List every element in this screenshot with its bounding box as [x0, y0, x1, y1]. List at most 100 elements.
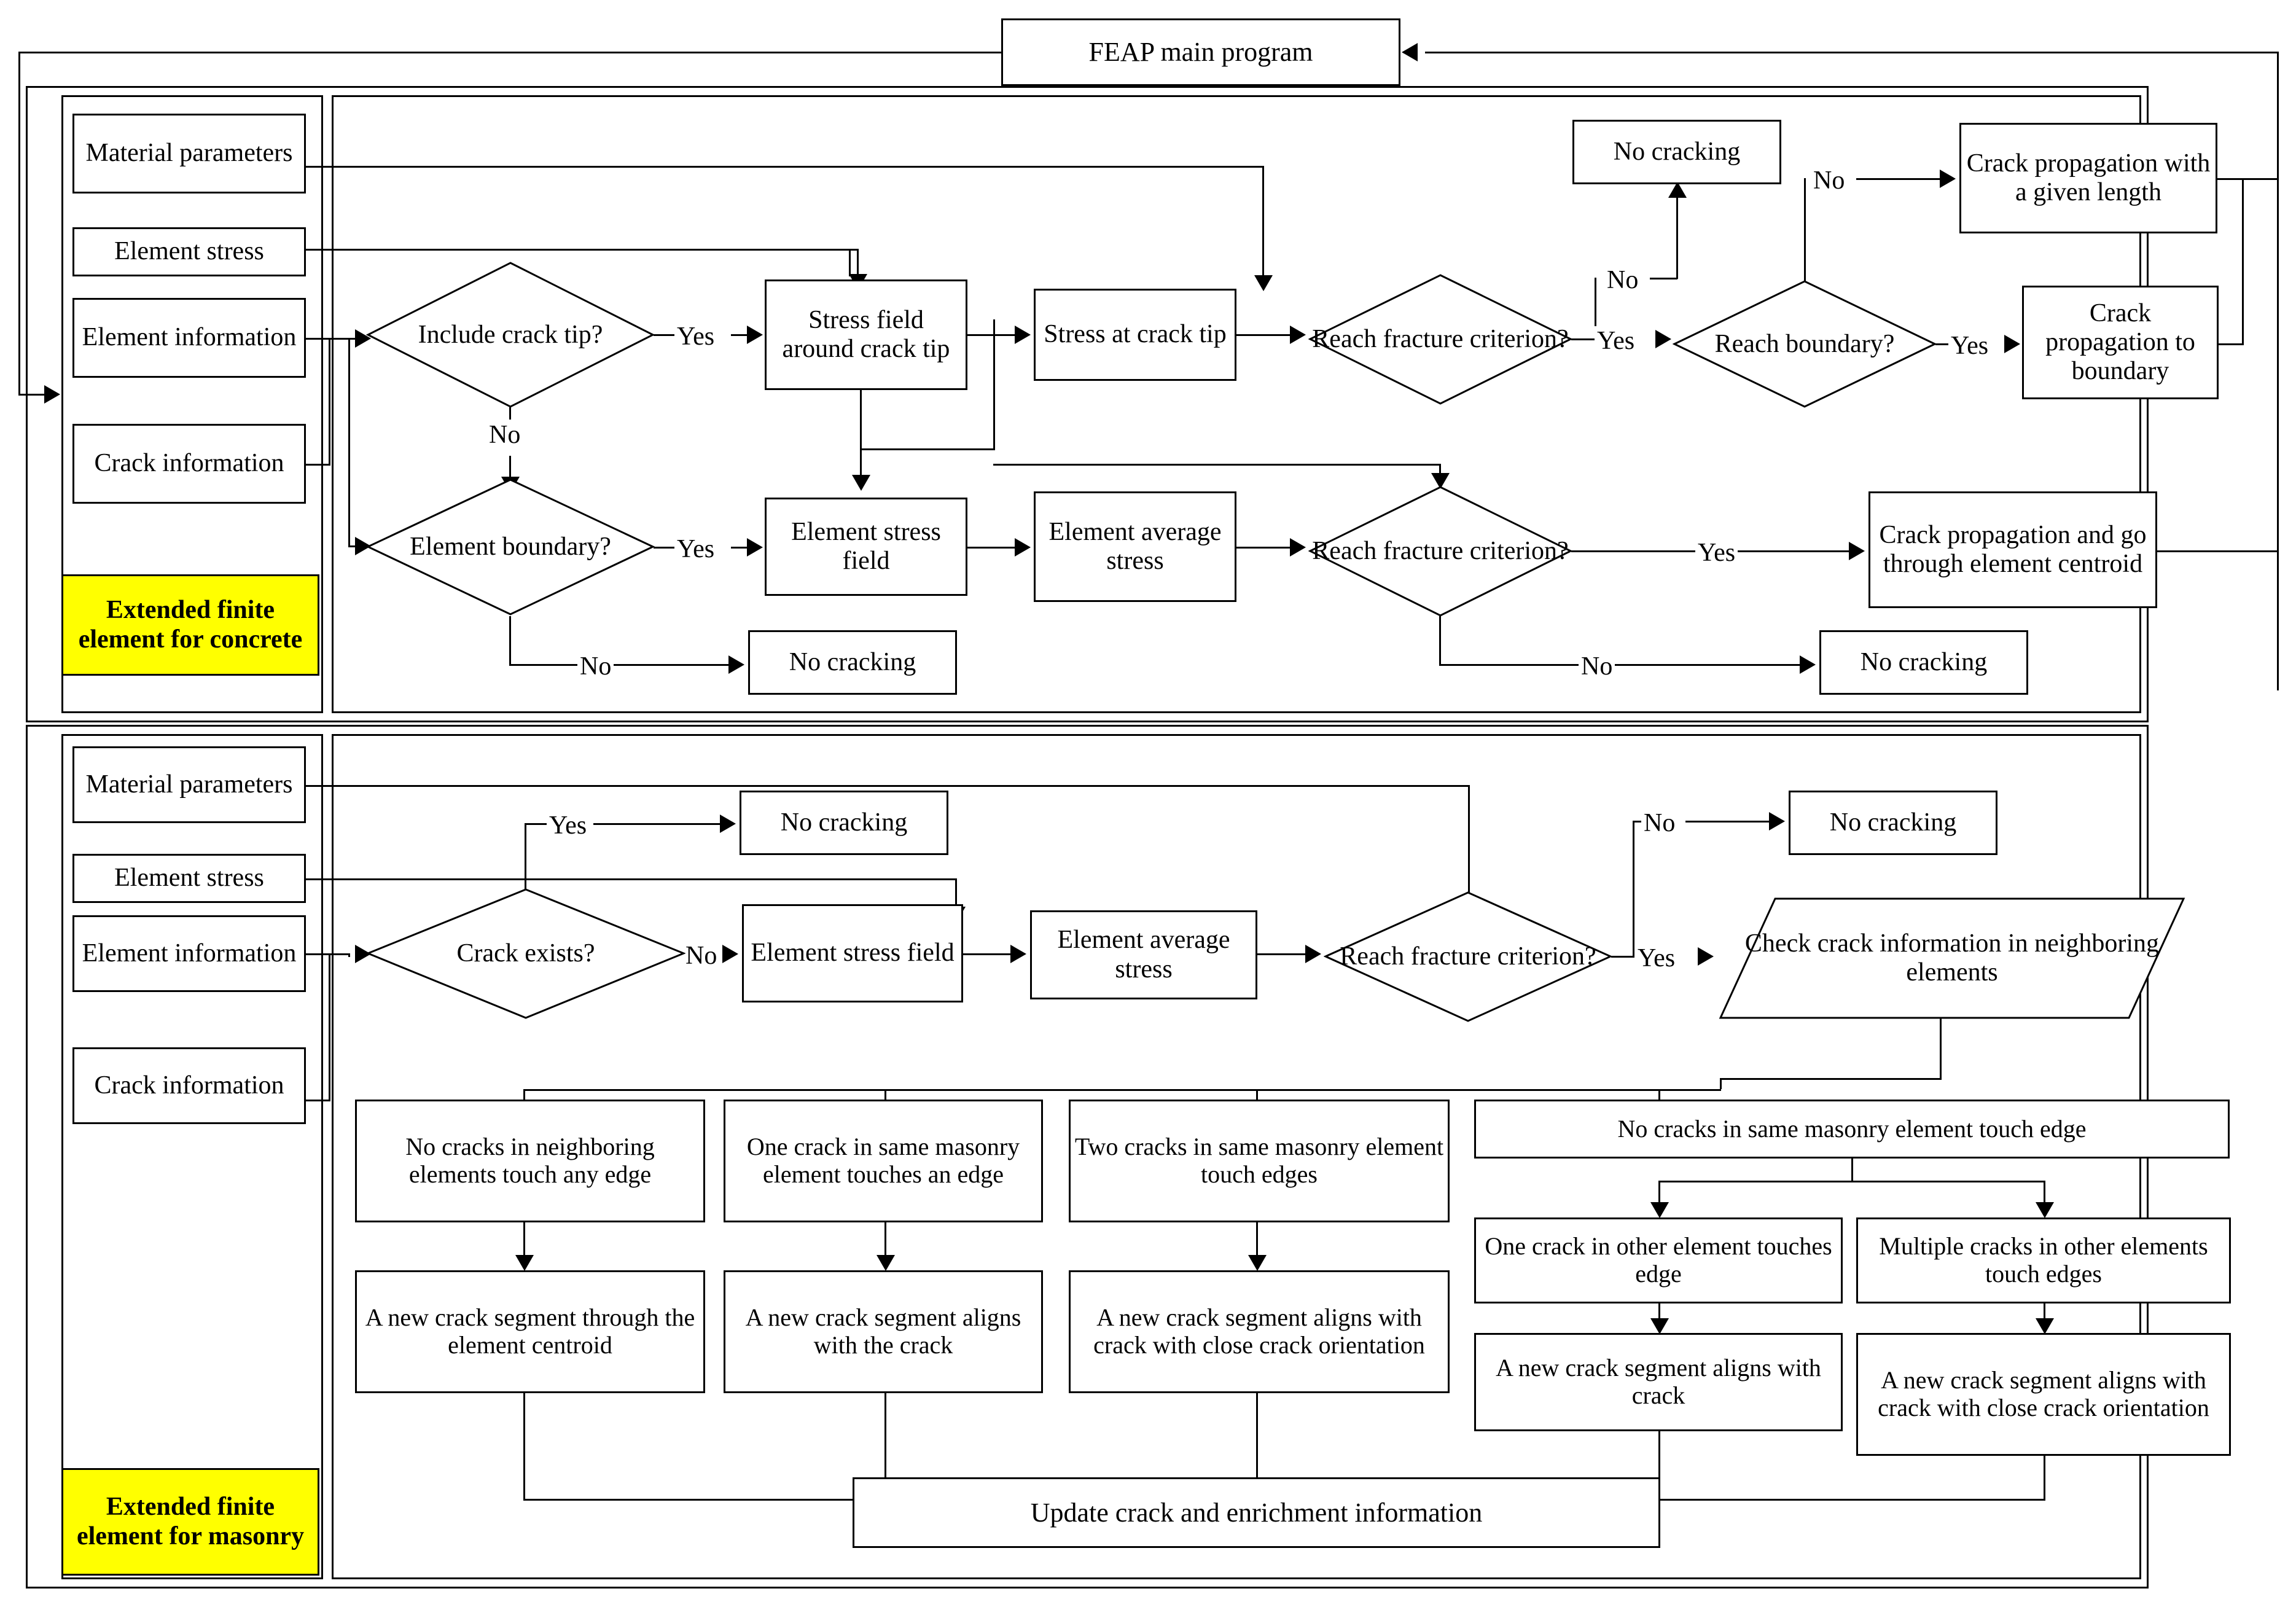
ictip-yes-arrow [747, 326, 763, 344]
node-label: Crack propagation with a given length [1966, 149, 2211, 206]
concrete-inputs-frame [61, 95, 323, 713]
element-boundary-decision[interactable]: Element boundary? [366, 478, 655, 616]
concrete-eleminfo-out-line [306, 338, 350, 340]
node-label: Element average stress [1057, 926, 1230, 983]
branch1-condition-box[interactable]: No cracks in neighboring elements touch … [355, 1100, 705, 1222]
element-average-stress-box[interactable]: Element average stress [1034, 491, 1236, 602]
edge-label-masonry-frac-yes: Yes [1635, 944, 1678, 973]
masonry-stress-out-line [306, 878, 957, 880]
masonry-element-average-stress-box[interactable]: Element average stress [1030, 910, 1257, 999]
concrete-input-element-stress[interactable]: Element stress [72, 227, 306, 276]
branch4a-condition-box[interactable]: One crack in other element touches edge [1474, 1217, 1843, 1303]
eb-yes-line-a [654, 547, 676, 549]
eas-out-arrow [1290, 538, 1306, 557]
node-label: A new crack segment aligns with the crac… [745, 1303, 1021, 1359]
concrete-input-material-parameters[interactable]: Material parameters [72, 114, 306, 193]
branch2-condition-box[interactable]: One crack in same masonry element touche… [724, 1100, 1043, 1222]
branch3-to-result [1256, 1222, 1258, 1259]
eb-yes-arrow [747, 538, 763, 557]
update-crack-enrichment-box[interactable]: Update crack and enrichment information [853, 1477, 1660, 1548]
esf-in-arrow [852, 475, 870, 491]
ccinfo-down-v [1940, 1018, 1942, 1080]
ictip-no-line2 [509, 456, 511, 480]
branch1-result-box[interactable]: A new crack segment through the element … [355, 1270, 705, 1393]
node-label: No cracking [1860, 647, 1988, 676]
reach-fracture-criterion-bottom-decision[interactable]: Reach fracture criterion? [1308, 485, 1572, 617]
masonry-branch-rail [523, 1089, 1721, 1091]
sfact-down-h [860, 448, 995, 450]
feap-to-concrete-arrow [44, 385, 60, 404]
frac-bot-no-v [1439, 616, 1441, 665]
crack-propagation-centroid-box[interactable]: Crack propagation and go through element… [1868, 491, 2157, 608]
stress-at-crack-tip-box[interactable]: Stress at crack tip [1034, 289, 1236, 381]
concrete-mat-arrow [1254, 275, 1273, 291]
concrete-section-label: Extended finite element for concrete [61, 574, 319, 676]
reach-fracture-criterion-top-decision[interactable]: Reach fracture criterion? [1308, 273, 1572, 405]
branch4b-condition-box[interactable]: Multiple cracks in other elements touch … [1856, 1217, 2231, 1303]
edge-label-masonry-frac-no: No [1641, 808, 1678, 838]
element-stress-field-box[interactable]: Element stress field [765, 498, 967, 596]
concrete-input-element-information[interactable]: Element information [72, 298, 306, 378]
diamond-shape [1308, 274, 1572, 405]
diamond-shape [1308, 486, 1572, 617]
input-label: Element stress [114, 237, 264, 266]
branch4a-result-box[interactable]: A new crack segment aligns with crack [1474, 1333, 1843, 1431]
edge-label-element-boundary-no: No [577, 652, 614, 681]
feap-input-arrow [1402, 43, 1418, 61]
masonry-no-cracking-no-box[interactable]: No cracking [1789, 791, 1997, 855]
masonry-input-crack-information[interactable]: Crack information [72, 1047, 306, 1124]
no-cracking-left-box[interactable]: No cracking [748, 630, 957, 695]
crack-propagation-to-boundary-box[interactable]: Crack propagation to boundary [2022, 286, 2219, 399]
branch4b-result-box[interactable]: A new crack segment aligns with crack wi… [1856, 1333, 2231, 1456]
ce-yes-h2 [593, 823, 722, 825]
edge-label-frac-top-yes: Yes [1595, 326, 1638, 356]
masonry-reach-fracture-criterion-decision[interactable]: Reach fracture criterion? [1324, 891, 1612, 1023]
diamond-shape [366, 262, 655, 408]
concrete-input-crack-information[interactable]: Crack information [72, 424, 306, 504]
merge-b1-v [523, 1393, 525, 1501]
concrete-to-include-crack-tip-arrow [355, 329, 371, 348]
branch4-split-v [1851, 1159, 1853, 1182]
sact-out-line [1236, 334, 1292, 336]
node-label: A new crack segment aligns with crack [1496, 1354, 1821, 1409]
cptb-return-v [2242, 178, 2244, 343]
feap-main-program-box[interactable]: FEAP main program [1001, 18, 1400, 86]
crack-exists-decision[interactable]: Crack exists? [366, 888, 685, 1020]
frac-bot-no-arrow [1800, 655, 1816, 674]
node-label: Element stress field [791, 517, 941, 575]
concrete-mat-out-line [306, 166, 1264, 168]
branch2-result-box[interactable]: A new crack segment aligns with the crac… [724, 1270, 1043, 1393]
branch2-result-arrow [877, 1255, 895, 1271]
diamond-shape [366, 888, 685, 1019]
branch4-condition-box[interactable]: No cracks in same masonry element touch … [1474, 1100, 2230, 1159]
masonry-input-material-parameters[interactable]: Material parameters [72, 746, 306, 823]
input-label: Crack information [94, 449, 284, 478]
masonry-element-stress-field-box[interactable]: Element stress field [742, 904, 963, 1002]
branch1-result-arrow [515, 1255, 534, 1271]
reach-boundary-decision[interactable]: Reach boundary? [1673, 279, 1937, 408]
input-label: Material parameters [85, 139, 293, 168]
crack-propagation-given-length-box[interactable]: Crack propagation with a given length [1959, 123, 2217, 233]
eb-no-arrow [728, 655, 744, 674]
masonry-crackinfo-v [329, 953, 330, 1101]
node-label: No cracks in neighboring elements touch … [405, 1133, 655, 1188]
masonry-input-element-information[interactable]: Element information [72, 915, 306, 992]
branch4a-arrow [1650, 1202, 1669, 1218]
branch3-condition-box[interactable]: Two cracks in same masonry element touch… [1069, 1100, 1450, 1222]
rb-yes-arrow [2004, 335, 2020, 353]
feap-left-into-concrete-line [18, 394, 48, 396]
masonry-input-element-stress[interactable]: Element stress [72, 854, 306, 903]
frac-top-no-v2 [1676, 198, 1678, 279]
branch4b-drop [2044, 1181, 2045, 1205]
concrete-stress-out-line [306, 249, 859, 251]
check-crack-info-parallelogram[interactable]: Check crack information in neighboring e… [1719, 897, 2185, 1020]
no-cracking-top-box[interactable]: No cracking [1572, 120, 1781, 184]
masonry-no-cracking-yes-box[interactable]: No cracking [740, 791, 948, 855]
include-crack-tip-decision[interactable]: Include crack tip? [366, 261, 655, 408]
feap-main-program-label: FEAP main program [1088, 37, 1313, 68]
branch3-result-box[interactable]: A new crack segment aligns with crack wi… [1069, 1270, 1450, 1393]
stress-field-around-crack-tip-box[interactable]: Stress field around crack tip [765, 279, 967, 390]
concrete-stress-out-vline [857, 249, 859, 276]
input-label: Material parameters [85, 770, 293, 799]
no-cracking-bottom-box[interactable]: No cracking [1819, 630, 2028, 695]
